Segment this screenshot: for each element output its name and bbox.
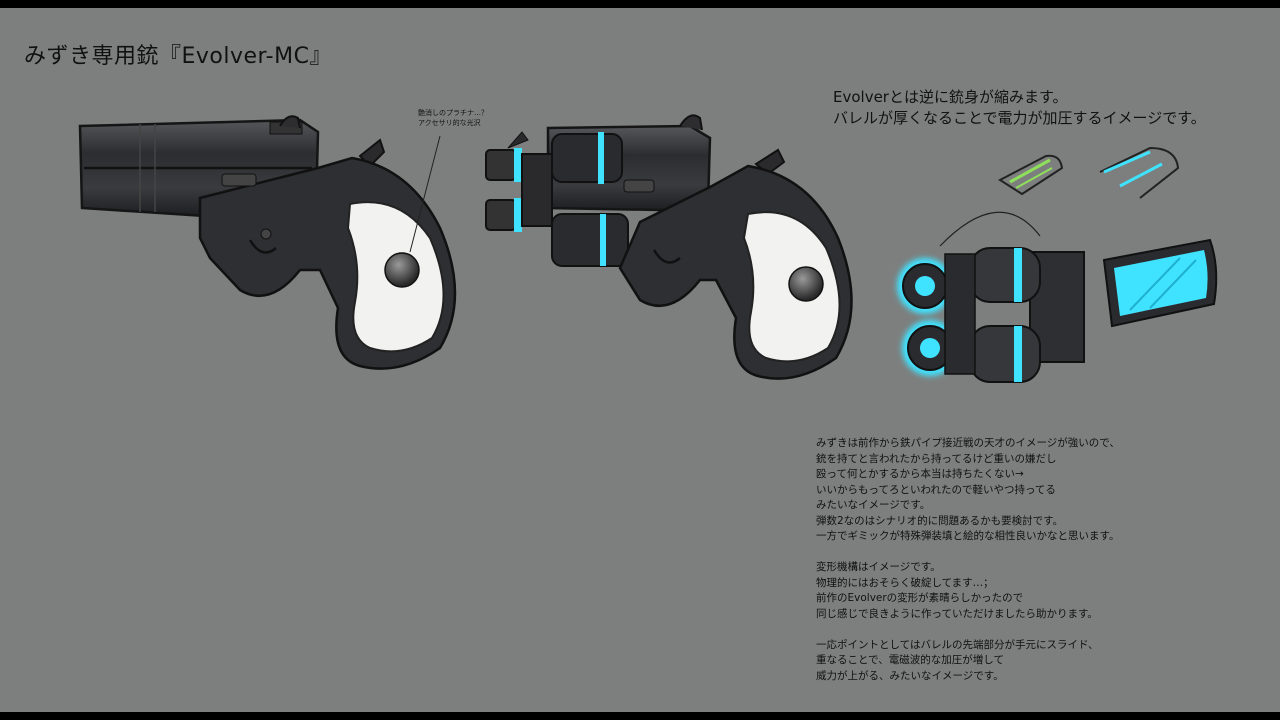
design-notes: みずきは前作から鉄パイプ接近戦の天才のイメージが強いので、 銃を持てと言われたか… [816,436,1120,684]
note-line: みずきは前作から鉄パイプ接近戦の天才のイメージが強いので、 [816,437,1120,449]
note-line: 変形機構はイメージです。 [816,561,941,573]
note-line: 弾数2なのはシナリオ的に問題あるかも要検討です。 [816,514,1064,527]
note-line: 物理的にはおそらく破綻してます…； [816,576,994,589]
paragraph-gap [816,622,1120,638]
barrel-detail-drawing [897,146,1218,383]
note-line: 一応ポイントとしてはバレルの先端部分が手元にスライド、 [816,638,1099,651]
note-line: いいからもってろといわれたので軽いやつ持ってる [816,483,1056,496]
paragraph-gap [816,545,1120,561]
annotation-line-1: 艶消しのプラチナ…？ [418,109,488,117]
note-line: 同じ感じで良きように作っていただけましたら助かります。 [816,607,1098,620]
annotation-line-2: アクセサリ的な光沢 [418,119,481,127]
design-sheet: みずき専用銃『Evolver-MC』 Evolverとは逆に銃身が縮みます。 バ… [0,8,1280,712]
headline-line-1: Evolverとは逆に銃身が縮みます。 [833,88,1068,106]
note-line: 一方でギミックが特殊弾装填と絵的な相性良いかなと思います。 [816,530,1120,542]
sheet-title: みずき専用銃『Evolver-MC』 [24,44,332,69]
headline: Evolverとは逆に銃身が縮みます。 バレルが厚くなることで電力が加圧するイメ… [833,87,1206,129]
note-line: 重なることで、電磁波的な加圧が増して [816,654,1004,666]
note-line: 前作のEvolverの変形が素晴らしかったので [816,592,1024,604]
sketch-canvas [78,114,1218,383]
note-line: みたいなイメージです。 [816,499,931,511]
pistol-closed-drawing [78,115,457,370]
note-line: 威力が上がる、みたいなイメージです。 [816,669,1004,682]
headline-line-2: バレルが厚くなることで電力が加圧するイメージです。 [833,109,1206,127]
pistol-transformed-drawing [485,114,853,380]
note-line: 殴って何とかするから本当は持ちたくない→ [816,468,1024,480]
finish-annotation: 艶消しのプラチナ…？ アクセサリ的な光沢 [418,108,488,128]
note-line: 銃を持てと言われたから持ってるけど重いの嫌だし [816,452,1057,465]
